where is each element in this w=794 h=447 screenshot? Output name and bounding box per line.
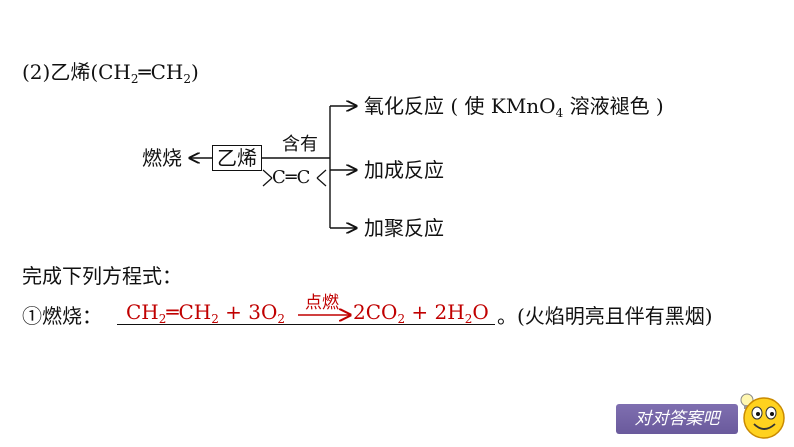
- bond-right-up: [316, 169, 327, 179]
- bond-left-up: [262, 169, 273, 179]
- branch-addition: 加成反应: [364, 158, 444, 182]
- double-bond-label: C═C: [272, 167, 311, 188]
- ethylene-box: 乙烯: [212, 145, 262, 171]
- section-title: (2)乙烯(CH2═CH2): [22, 60, 199, 86]
- check-answer-button[interactable]: 对对答案吧: [616, 404, 738, 434]
- combustion-label: 燃烧: [142, 146, 182, 170]
- contains-label: 含有: [282, 134, 318, 155]
- equation-note: 。(火焰明亮且伴有黑烟): [497, 304, 713, 328]
- equation-lhs: CH2═CH2 + 3O2: [126, 300, 286, 326]
- equation-rhs: 2CO2 + 2H2O: [353, 300, 489, 326]
- answer-underline: [117, 324, 495, 325]
- instruction-text: 完成下列方程式：: [22, 264, 182, 288]
- bond-left-down: [262, 177, 273, 187]
- branch-oxidation: 氧化反应 ( 使 KMnO4 溶液褪色 ): [364, 94, 664, 120]
- bond-right-down: [316, 177, 327, 187]
- branch-polymerization: 加聚反应: [364, 216, 444, 240]
- reaction-condition: 点燃: [305, 293, 339, 313]
- equation-label: ①燃烧：: [22, 304, 102, 328]
